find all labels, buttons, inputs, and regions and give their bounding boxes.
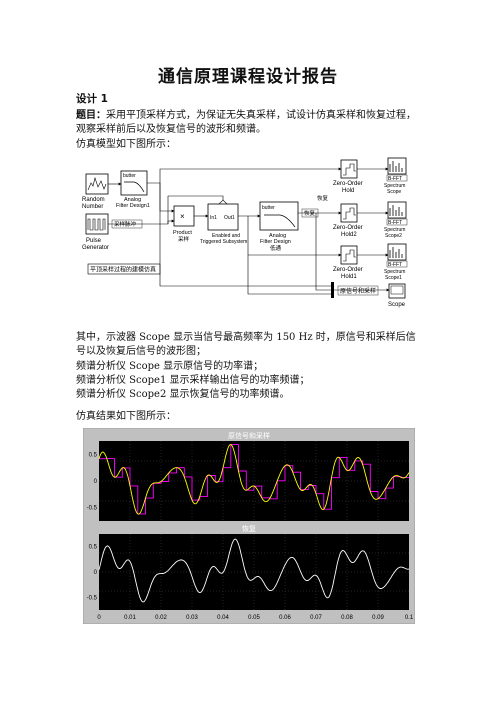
number-label: Number: [82, 204, 103, 210]
recovered-signal-line: [98, 538, 410, 603]
triggered-label: Triggered Subsystem: [200, 239, 247, 245]
bfft2-label: B-FFT: [388, 220, 402, 226]
generator-label: Generator: [82, 245, 109, 251]
zoh-block: Zero-Order Hold: [333, 159, 363, 194]
in1-label: In1: [210, 215, 217, 221]
svg-text:×: ×: [180, 212, 185, 221]
x-tick-label: 0.05: [248, 615, 260, 621]
sampled-signal-line: [99, 444, 409, 515]
analog-filter-design-block: butter Analog Filter Design 低通: [259, 201, 299, 252]
scope2-label: Scope2: [385, 233, 402, 239]
spectrum-scope1-block: B-FFT Spectrum Scope1: [384, 243, 408, 281]
bottom-plot-title: 恢复: [242, 524, 256, 533]
spectrum2-label: Spectrum: [384, 227, 405, 233]
x-tick-label: 0.1: [405, 615, 414, 621]
y-tick-label: 0: [94, 479, 98, 485]
scope1-label: Scope1: [385, 275, 402, 281]
main-scope-label: Scope: [388, 302, 406, 308]
out1-label: Out1: [224, 215, 235, 221]
zoh1-label: Zero-Order: [333, 267, 363, 273]
random-label: Random: [82, 197, 105, 203]
scope-label: Scope: [387, 189, 401, 195]
pulse-generator-block: Pulse Generator: [82, 213, 109, 251]
butter1-label: butter: [123, 173, 136, 179]
simulink-diagram: Random Number Pulse Generator butter Ana…: [76, 156, 422, 326]
section-heading: 设计 1: [76, 93, 108, 105]
pulse-label: Pulse: [86, 238, 102, 244]
y-tick-label: -0.5: [87, 506, 98, 512]
x-tick-label: 0.08: [341, 615, 353, 621]
hold1-label: Hold1: [341, 274, 357, 280]
spectrum-scope2-block: B-FFT Spectrum Scope2: [384, 201, 408, 239]
analog-filter-design1-block: butter Analog Filter Design1: [116, 170, 150, 209]
page-title: 通信原理课程设计报告: [158, 67, 338, 87]
enabled-label: Enabled and: [212, 233, 240, 239]
lowpass-label: 低通: [270, 244, 282, 252]
analog1-label: Analog: [124, 197, 141, 203]
scope-plot: 原信号和采样 0.5 0 -0.5 恢复 0.5 0 -0.5 0 0.01 0.02 0.0…: [83, 428, 415, 624]
top-plot-title: 原信号和采样: [228, 431, 270, 440]
filter-design-label: Filter Design: [260, 239, 291, 245]
bfft1-label: B-FFT: [388, 262, 402, 268]
explanation-line-2: 频谱分析仪 Scope 显示原信号的功率谱；: [76, 361, 264, 372]
triggered-subsystem-block: In1 Out1 Enabled and Triggered Subsystem: [200, 199, 247, 245]
explanation-line-1: 其中，示波器 Scope 显示当信号最高频率为 150 Hz 时，原信号和采样后…: [76, 332, 416, 357]
x-tick-label: 0.02: [155, 615, 167, 621]
topic-paragraph: 题目：采用平顶采样方式，为保证无失真采样，试设计仿真采样和恢复过程，观察采样前后…: [76, 109, 422, 137]
spectrum-scope-block: B-FFT Spectrum Scope: [384, 157, 408, 195]
butter2-label: butter: [262, 205, 275, 211]
bfft-label: B-FFT: [388, 176, 402, 182]
mux-label: 原信号和采样: [340, 287, 376, 295]
mux-block: [331, 282, 334, 298]
x-tick-label: 0.04: [217, 615, 229, 621]
spectrum-label: Spectrum: [384, 183, 405, 189]
analog2-label: Analog: [269, 233, 286, 239]
bottom-plot-area: [99, 534, 409, 610]
hold2-label: Hold2: [341, 232, 357, 238]
y-tick-label: 0.5: [89, 545, 98, 551]
sampling-label: 采样: [178, 235, 190, 243]
model-intro: 仿真模型如下图所示：: [76, 139, 176, 150]
y-tick-label: -0.5: [87, 595, 98, 601]
zoh-label: Zero-Order: [333, 181, 363, 187]
y-tick-label: 0.5: [89, 452, 98, 458]
explanation-line-4: 频谱分析仪 Scope2 显示恢复信号的功率频谱。: [76, 389, 290, 400]
product-label: Product: [173, 230, 192, 236]
x-tick-label: 0.01: [124, 615, 136, 621]
topic-text: 采用平顶采样方式，为保证无失真采样，试设计仿真采样和恢复过程，观察采样前后以及恢…: [76, 110, 416, 135]
main-scope-block: Scope: [388, 283, 406, 308]
x-tick-label: 0.06: [279, 615, 291, 621]
zoh2-label: Zero-Order: [333, 225, 363, 231]
x-tick-label: 0: [97, 615, 101, 621]
y-tick-label: 0: [94, 570, 98, 576]
topic-label: 题目：: [76, 110, 106, 121]
recover-label: 恢复: [317, 194, 329, 202]
explanation-line-3: 频谱分析仪 Scope1 显示采样输出信号的功率频谱；: [76, 375, 310, 386]
original-signal-line: [98, 444, 410, 515]
filter-design1-label: Filter Design1: [116, 203, 150, 209]
model-annotation: 平顶采样过程的建模仿真: [90, 266, 156, 274]
x-tick-label: 0.07: [310, 615, 322, 621]
hold-label: Hold: [342, 188, 354, 194]
spectrum1-label: Spectrum: [384, 269, 405, 275]
x-tick-label: 0.03: [186, 615, 198, 621]
x-tick-label: 0.09: [372, 615, 384, 621]
result-intro: 仿真结果如下图所示：: [76, 411, 176, 422]
